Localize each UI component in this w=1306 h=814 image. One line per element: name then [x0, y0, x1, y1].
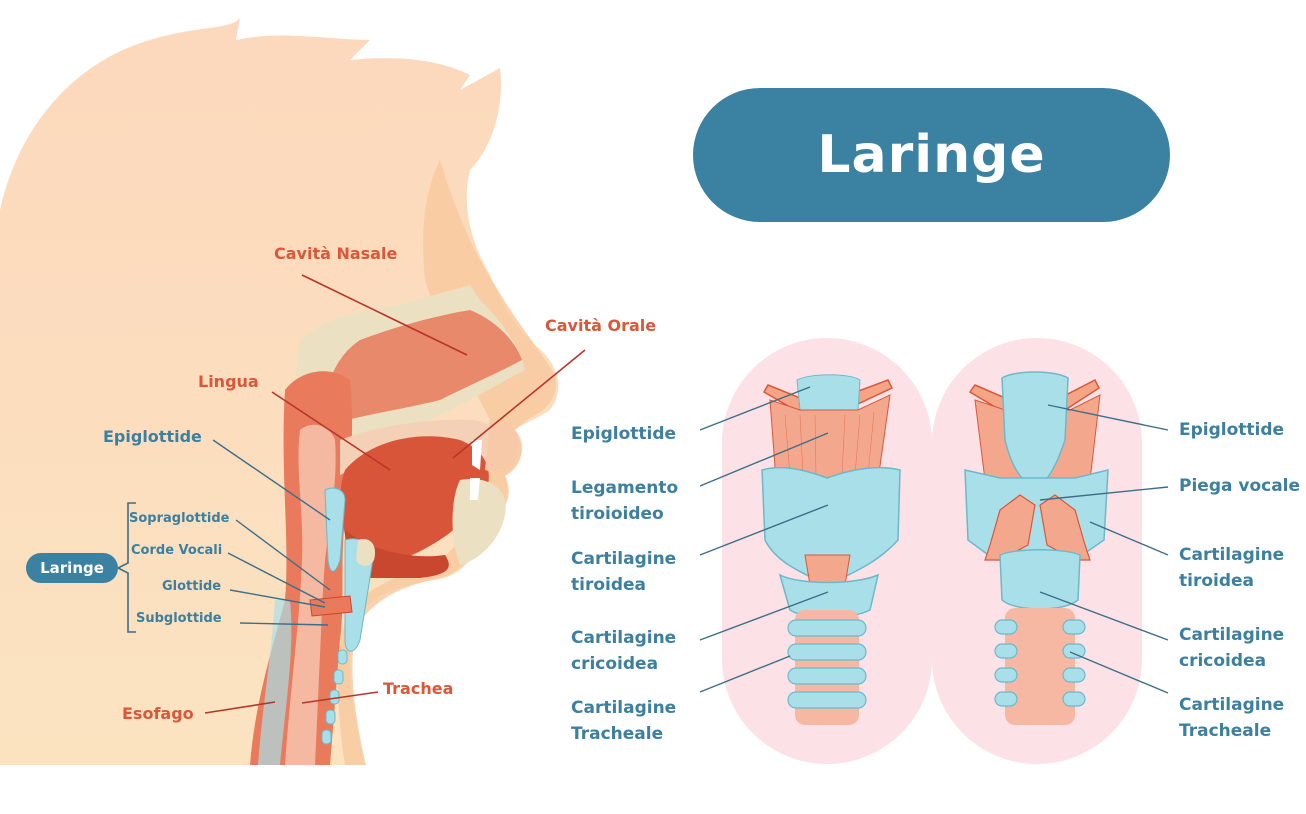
label-front-ligament-2: tiroioideo — [571, 504, 664, 524]
front-thyroid-cartilage — [761, 466, 901, 586]
label-front-cricoid-1: Cartilagine — [571, 628, 677, 648]
lower-jaw — [452, 479, 506, 565]
trachea-rings-side — [321, 649, 348, 745]
leader-lines-blue-left — [212, 439, 331, 626]
front-trachea-rings — [787, 619, 867, 709]
front-cricothyroid — [804, 554, 851, 586]
label-esophagus: Esofago — [122, 704, 194, 723]
label-tongue: Lingua — [198, 372, 259, 391]
esophagus-shape — [258, 600, 292, 765]
label-back-cricoid-2: cricoidea — [1179, 651, 1267, 671]
label-vocal-cords: Corde Vocali — [131, 543, 223, 558]
page-title: Laringe — [817, 125, 1046, 185]
label-back-tracheal-1: Cartilagine — [1179, 695, 1285, 715]
hyoid-bone — [356, 539, 376, 566]
epiglottis-shape — [324, 487, 346, 572]
back-epiglottis — [1001, 371, 1069, 489]
front-epiglottis — [796, 374, 861, 411]
label-back-thyroid-1: Cartilagine — [1179, 545, 1285, 565]
label-back-epiglottis: Epiglottide — [1179, 420, 1285, 440]
label-oral-cavity: Cavità Orale — [545, 316, 657, 335]
label-back-tracheal-2: Tracheale — [1179, 721, 1272, 741]
head-cross-section — [0, 18, 586, 765]
label-back-cricoid-1: Cartilagine — [1179, 625, 1285, 645]
lower-tooth — [470, 478, 480, 500]
leader-lines-front — [699, 386, 829, 693]
skin-rim — [338, 160, 557, 765]
front-membrane-striations — [784, 411, 875, 476]
label-front-thyroid-1: Cartilagine — [571, 549, 677, 569]
back-thyroid-cartilage — [964, 469, 1109, 561]
upper-lip — [485, 419, 519, 472]
larynx-front-view — [699, 338, 932, 764]
label-larynx-tag: Laringe — [26, 553, 118, 583]
label-front-epiglottis: Epiglottide — [571, 424, 677, 444]
laringe-bracket — [116, 502, 136, 633]
label-trachea-side: Trachea — [383, 679, 454, 698]
upper-tooth — [472, 440, 482, 470]
leader-lines-back — [1039, 404, 1169, 694]
label-front-thyroid-2: tiroidea — [571, 575, 647, 595]
label-back-vocal-fold: Piega vocale — [1179, 476, 1301, 496]
label-front-tracheal-1: Cartilagine — [571, 698, 677, 718]
larynx-back-view — [932, 338, 1169, 764]
label-back-thyroid-2: tiroidea — [1179, 571, 1255, 591]
label-front-tracheal-2: Tracheale — [571, 724, 664, 744]
back-trachea-rings — [994, 619, 1086, 707]
label-epiglottis-side: Epiglottide — [103, 427, 202, 446]
label-subglottis: Subglottide — [136, 611, 222, 626]
label-glottis: Glottide — [162, 579, 222, 594]
label-front-cricoid-2: cricoidea — [571, 654, 659, 674]
back-cricoid-cartilage — [999, 549, 1081, 610]
back-trachea-tube — [1005, 608, 1075, 725]
label-front-ligament-1: Legamento — [571, 478, 679, 498]
tongue-shape — [340, 436, 489, 562]
label-nasal-cavity: Cavità Nasale — [274, 244, 398, 263]
nasal-cavity-shape — [326, 310, 522, 425]
label-supraglottis: Sopraglottide — [129, 511, 230, 526]
leader-lines-red — [204, 274, 586, 714]
title-banner: Laringe — [693, 88, 1170, 222]
